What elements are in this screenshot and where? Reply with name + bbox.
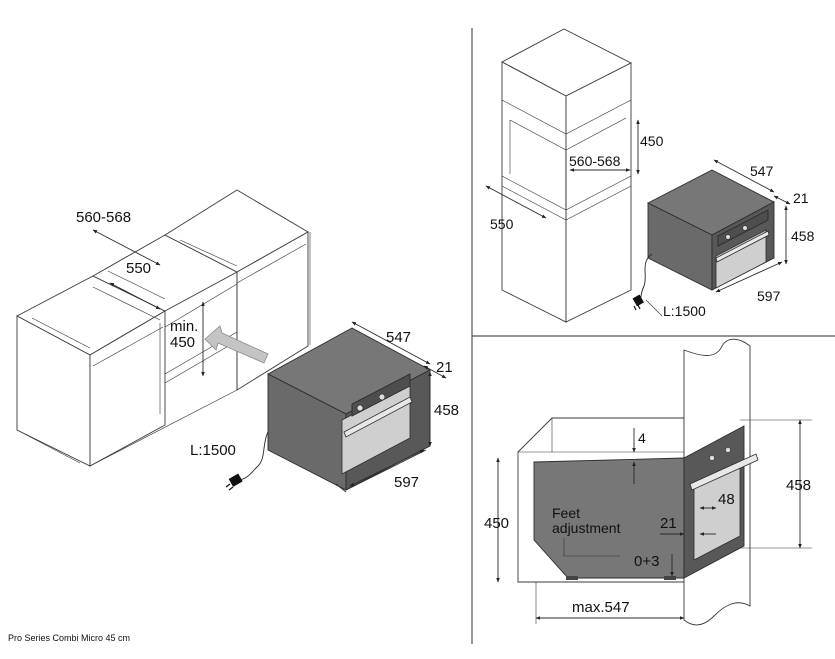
left-front-thickness: 21 [436, 359, 453, 376]
tr-appliance-width: 597 [757, 288, 781, 304]
br-feet-adjust: 0+3 [634, 553, 659, 570]
left-niche-width: 560-568 [76, 209, 131, 226]
tall-cabinet [501, 28, 632, 323]
tr-front-thickness: 21 [793, 190, 809, 206]
tr-appliance-height: 458 [791, 228, 815, 244]
plug-left-icon [225, 473, 243, 491]
power-cable-left [239, 431, 269, 481]
tr-cable-length: L:1500 [663, 303, 706, 319]
tr-niche-depth: 550 [490, 216, 514, 232]
br-niche-height: 450 [484, 515, 509, 532]
left-appliance-height: 458 [434, 402, 459, 419]
left-cable-length: L:1500 [190, 442, 236, 459]
br-front-thickness: 21 [660, 515, 677, 532]
tr-appliance-depth: 547 [750, 163, 774, 179]
bottom-right-section-view: 4 450 Feet adjustment 21 0+3 48 458 max.… [484, 338, 812, 626]
br-feet-label-2: adjustment [552, 520, 621, 536]
br-control-depth: 48 [718, 491, 735, 508]
left-installation-view: 560-568 550 min. 450 547 21 458 597 L:15… [16, 189, 459, 493]
left-niche-depth: 550 [126, 260, 151, 277]
tr-niche-height: 450 [640, 133, 664, 149]
left-niche-height: 450 [170, 334, 195, 351]
left-appliance-depth: 547 [386, 329, 411, 346]
plug-top-right-icon [632, 294, 644, 311]
left-appliance-width: 597 [394, 474, 419, 491]
br-appliance-height: 458 [786, 477, 811, 494]
appliance-side-body [533, 457, 685, 579]
left-min-label: min. [170, 318, 198, 335]
br-feet-label-1: Feet [552, 505, 580, 521]
insertion-arrow [204, 325, 269, 364]
power-cable-top-right [639, 253, 653, 301]
product-caption: Pro Series Combi Micro 45 cm [8, 633, 130, 643]
base-cabinet-run [16, 189, 311, 467]
top-right-installation-view: 450 560-568 550 547 21 458 597 L:150 [485, 28, 815, 323]
tr-niche-width: 560-568 [569, 153, 621, 169]
br-top-gap: 4 [638, 430, 646, 446]
br-max-depth: max.547 [572, 599, 630, 616]
appliance-top-right [647, 169, 775, 291]
